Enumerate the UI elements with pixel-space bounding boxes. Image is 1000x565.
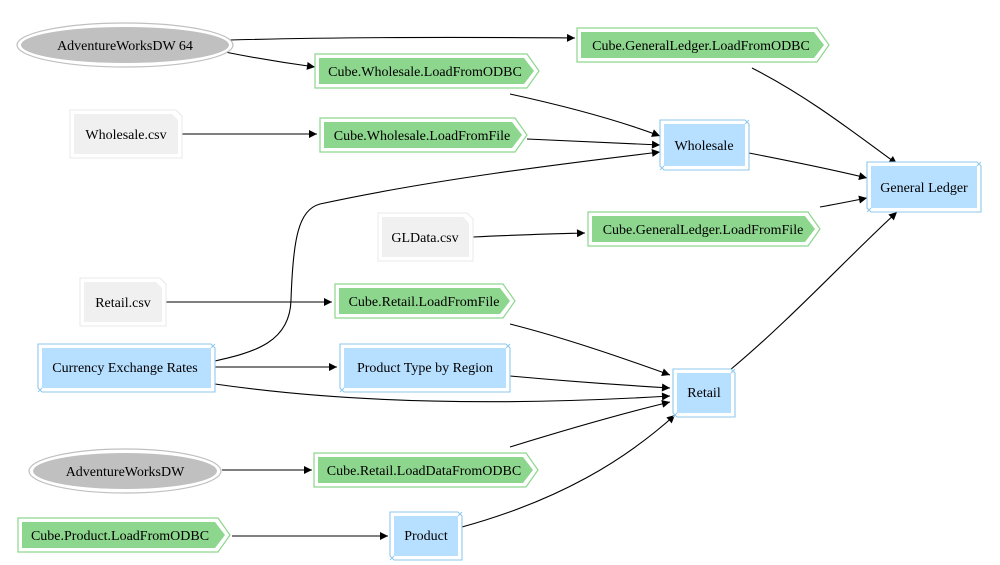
node-label: Cube.Retail.LoadFromFile [349, 295, 500, 310]
node-label: Currency Exchange Rates [52, 361, 197, 376]
node-label: AdventureWorksDW 64 [57, 39, 193, 54]
node-label: Wholesale.csv [85, 128, 166, 143]
node-label: GLData.csv [391, 231, 458, 246]
node-adventureworksdw[interactable]: AdventureWorksDW [28, 448, 222, 494]
edge-currency-exchange-rates-to-retail [214, 383, 671, 403]
edge-product-type-by-region-to-retail [509, 375, 671, 392]
node-wholesale-csv[interactable]: Wholesale.csv [69, 109, 183, 159]
node-label: Cube.Wholesale.LoadFromFile [334, 129, 511, 144]
edge-currency-exchange-rates-to-wholesale [214, 148, 661, 362]
node-label: Product Type by Region [357, 361, 493, 376]
node-label: Product [404, 529, 448, 544]
node-currency-exchange-rates[interactable]: Currency Exchange Rates [37, 343, 216, 393]
edge-cube-retail-load-data-odbc-to-retail [509, 399, 671, 448]
edge-cube-wholesale-load-odbc-to-wholesale [509, 93, 661, 137]
edge-retail-to-general-ledger [729, 211, 898, 371]
node-product[interactable]: Product [389, 511, 463, 561]
node-cube-retail-load-file[interactable]: Cube.Retail.LoadFromFile [334, 283, 516, 319]
node-label: Cube.Retail.LoadDataFromODBC [327, 464, 521, 479]
node-label: Retail.csv [95, 296, 151, 311]
edges [166, 33, 898, 540]
node-cube-gl-load-file[interactable]: Cube.GeneralLedger.LoadFromFile [587, 211, 821, 247]
edge-cube-gl-load-file-to-general-ledger [819, 195, 868, 208]
node-label: Retail [687, 386, 721, 401]
edge-adventureworksdw64-to-cube-gl-load-odbc [229, 33, 576, 42]
node-product-type-by-region[interactable]: Product Type by Region [339, 343, 511, 393]
node-wholesale[interactable]: Wholesale [659, 119, 750, 171]
edge-cube-retail-load-file-to-retail [509, 323, 671, 377]
edge-cube-gl-load-odbc-to-general-ledger [751, 67, 898, 165]
node-label: Cube.GeneralLedger.LoadFromODBC [592, 39, 810, 54]
node-label: General Ledger [880, 181, 968, 196]
node-label: Wholesale [674, 139, 733, 154]
node-gldata-csv[interactable]: GLData.csv [377, 212, 474, 262]
node-cube-product-load-odbc[interactable]: Cube.Product.LoadFromODBC [17, 517, 231, 553]
edge-adventureworksdw64-to-cube-wholesale-load-odbc [224, 51, 316, 70]
node-retail-csv[interactable]: Retail.csv [79, 277, 167, 327]
node-cube-wholesale-load-file[interactable]: Cube.Wholesale.LoadFromFile [319, 117, 528, 153]
node-retail[interactable]: Retail [672, 368, 736, 418]
node-general-ledger[interactable]: General Ledger [866, 161, 982, 213]
node-cube-retail-load-data-odbc[interactable]: Cube.Retail.LoadDataFromODBC [313, 452, 539, 488]
node-label: Cube.GeneralLedger.LoadFromFile [603, 223, 804, 238]
edge-cube-wholesale-load-file-to-wholesale [526, 138, 661, 149]
node-label: AdventureWorksDW [66, 465, 185, 480]
node-label: Cube.Wholesale.LoadFromODBC [328, 65, 522, 80]
edge-wholesale-to-general-ledger [748, 152, 868, 180]
node-cube-gl-load-odbc[interactable]: Cube.GeneralLedger.LoadFromODBC [576, 27, 830, 63]
node-label: Cube.Product.LoadFromODBC [31, 529, 209, 544]
node-cube-wholesale-load-odbc[interactable]: Cube.Wholesale.LoadFromODBC [314, 53, 540, 89]
edge-gldata-csv-to-cube-gl-load-file [472, 229, 586, 238]
edge-product-to-retail [461, 414, 676, 528]
node-adventureworksdw64[interactable]: AdventureWorksDW 64 [16, 22, 234, 68]
